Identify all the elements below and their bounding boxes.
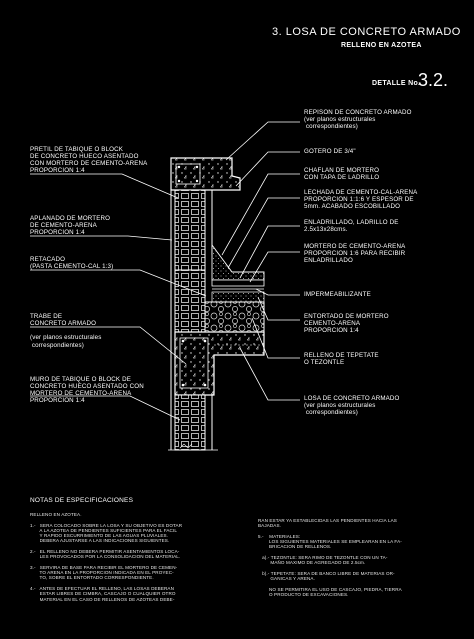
- parapet-wall: [174, 189, 206, 271]
- brick-paving: [211, 279, 265, 287]
- label-impermeabilizante: IMPERMEABILIZANTE: [304, 291, 371, 298]
- label-muro: MURO DE TABIQUE O BLOCK DE CONCRETO HUEC…: [30, 376, 144, 405]
- page-title: 3. LOSA DE CONCRETO ARMADO: [272, 26, 461, 38]
- label-aplanado: APLANADO DE MORTERO DE CEMENTO-ARENA PRO…: [30, 215, 111, 237]
- label-enladrillado: ENLADRILLADO, LADRILLO DE 2.5x13x28cms.: [304, 219, 399, 234]
- leaders-right: [221, 121, 300, 401]
- notes-column-1: RELLENO EN AZOTEA. 1.- SERA COLOCADO SOB…: [30, 512, 183, 602]
- label-relleno: RELLENO DE TEPETATE O TEZONTLE: [304, 352, 379, 367]
- leaders-left: [30, 173, 207, 421]
- beam-rebar: [179, 337, 209, 389]
- coping-slab: [170, 157, 241, 191]
- label-chaflan: CHAFLAN DE MORTERO CON TAPA DE LADRILLO: [304, 167, 380, 182]
- label-pretil: PRETIL DE TABIQUE O BLOCK DE CONCRETO HU…: [30, 146, 148, 175]
- mortar-topping: [211, 291, 265, 303]
- label-lechada: LECHADA DE CEMENTO-CAL-ARENA PROPORCION …: [304, 189, 418, 211]
- label-mortero: MORTERO DE CEMENTO-ARENA PROPORCION 1:6 …: [304, 243, 406, 265]
- label-retacado: RETACADO (PASTA CEMENTO-CAL 1:3): [30, 256, 114, 271]
- label-gotero: GOTERO DE 3/4": [304, 148, 356, 155]
- notes-title: NOTAS DE ESPECIFICACIONES: [30, 497, 134, 504]
- label-entortado: ENTORTADO DE MORTERO CEMENTO-ARENA PROPO…: [304, 313, 389, 335]
- label-losa: LOSA DE CONCRETO ARMADO (ver planos estr…: [304, 395, 400, 417]
- label-trabe: TRABE DE CONCRETO ARMADO (ver planos est…: [30, 313, 102, 349]
- wall-lower: [174, 394, 206, 451]
- detail-number: 3.2.: [418, 70, 449, 90]
- notes-column-2: RAN ESTAR YA ESTABLECIDAS LAS PENDIENTES…: [258, 518, 402, 597]
- page-subtitle: RELLENO EN AZOTEA: [341, 42, 422, 49]
- coping-rebar: [175, 163, 201, 185]
- label-repison: REPISON DE CONCRETO ARMADO (ver planos e…: [304, 109, 412, 131]
- concrete-beam-slab: [174, 331, 265, 396]
- wall-upper: [174, 269, 206, 333]
- detail-label: DETALLE No.: [372, 80, 421, 87]
